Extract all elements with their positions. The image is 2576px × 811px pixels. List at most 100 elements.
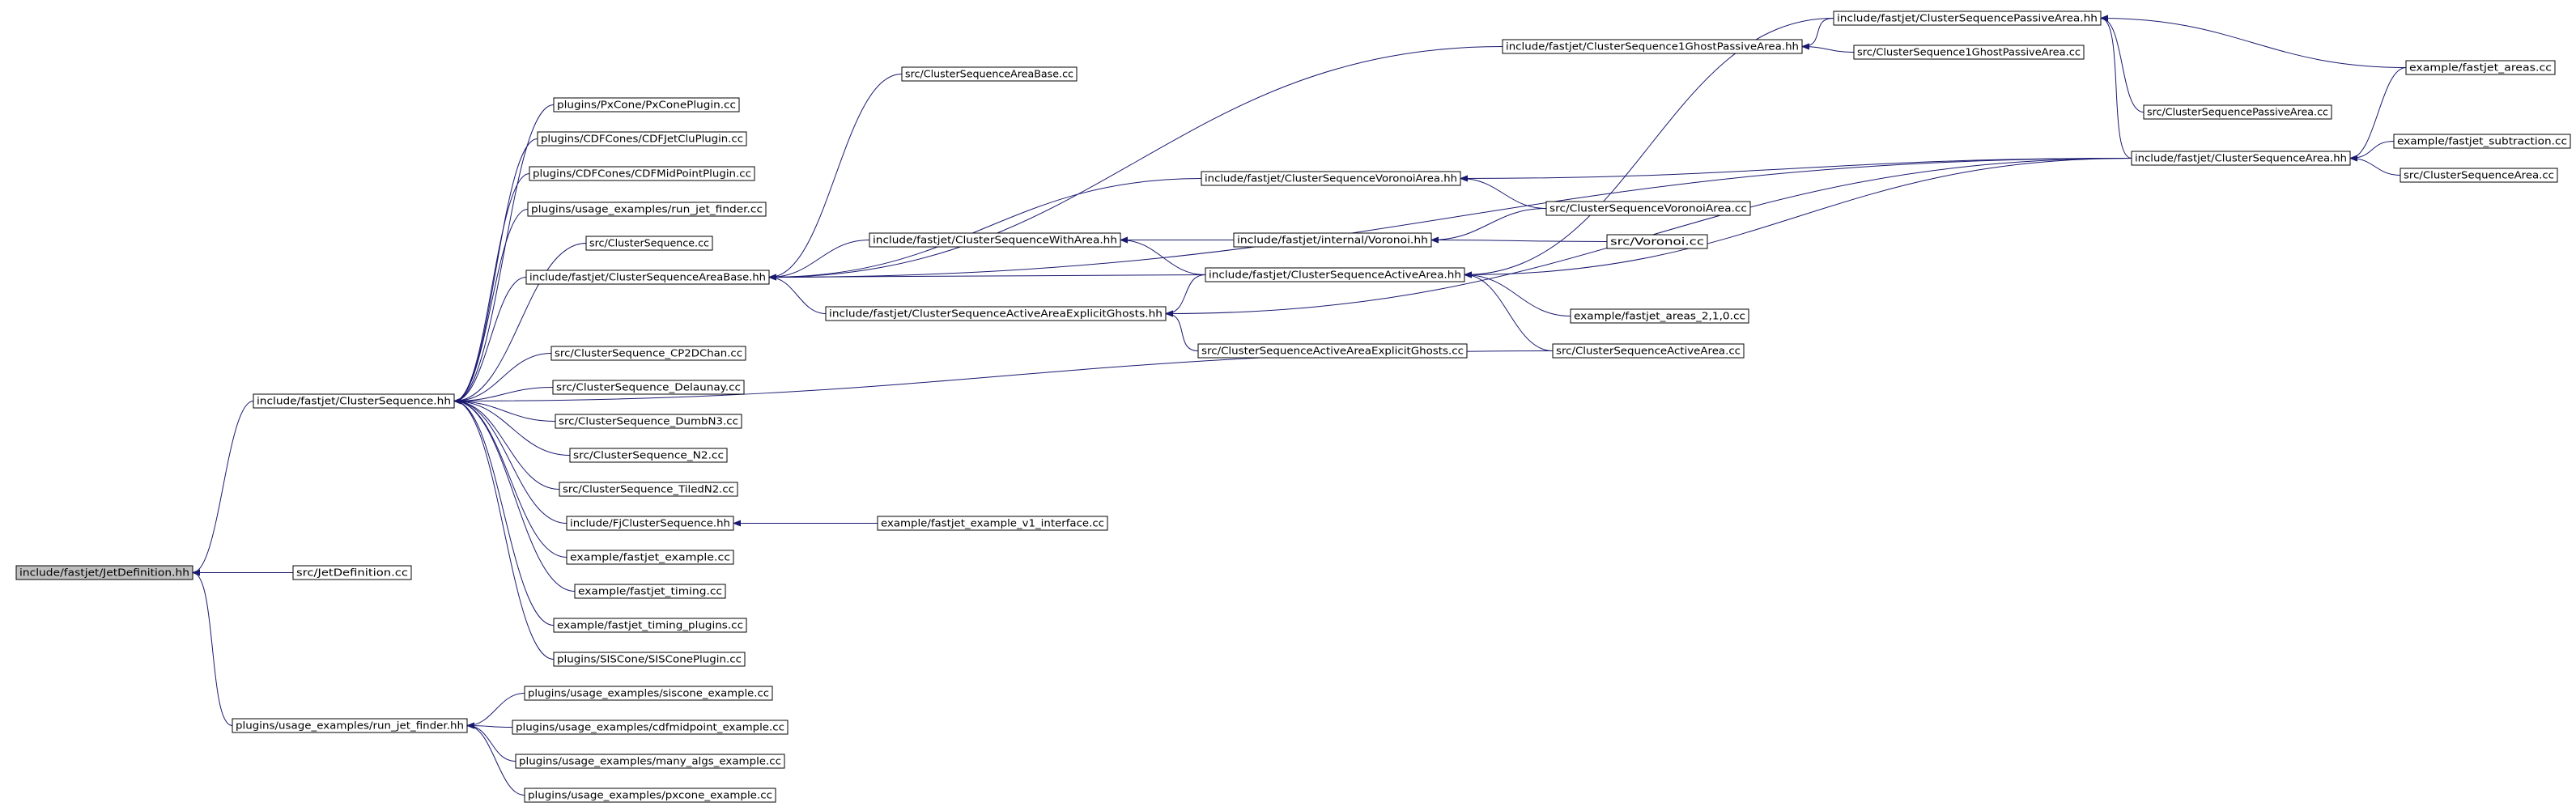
node-include-fastjet-clustersequencepassivearea-hh[interactable]: include/fastjet/ClusterSequencePassiveAr… [1833, 11, 2102, 26]
node-box[interactable] [901, 66, 1078, 82]
node-box[interactable] [1853, 45, 2085, 60]
node-src-clustersequence1ghostpassivearea-cc[interactable]: src/ClusterSequence1GhostPassiveArea.cc [1853, 45, 2085, 60]
node-plugins-usage-examples-many-algs-example-cc[interactable]: plugins/usage_examples/many_algs_example… [515, 754, 785, 769]
node-box[interactable] [524, 686, 773, 701]
edge-manyalgs-to-rjf [466, 722, 516, 762]
node-src-voronoi-cc[interactable]: src/Voronoi.cc [1606, 234, 1708, 249]
edge-tiledn2-to-cs [453, 397, 560, 490]
node-box[interactable] [527, 202, 767, 217]
node-include-fastjet-clustersequencewitharea-hh[interactable]: include/fastjet/ClusterSequenceWithArea.… [869, 232, 1121, 248]
node-src-clustersequencearea-cc[interactable]: src/ClusterSequenceArea.cc [2400, 168, 2558, 183]
node-include-fastjet-clustersequenceareabase-hh[interactable]: include/fastjet/ClusterSequenceAreaBase.… [525, 270, 770, 285]
node-src-clustersequence-n2-cc[interactable]: src/ClusterSequence_N2.cc [569, 448, 728, 463]
edge-fjtimingpl-to-cs [453, 397, 555, 626]
node-box[interactable] [566, 550, 734, 565]
node-include-fastjet-clustersequence1ghostpassivearea-hh[interactable]: include/fastjet/ClusterSequence1GhostPas… [1502, 39, 1803, 54]
node-box[interactable] [2143, 104, 2332, 120]
node-box[interactable] [537, 131, 747, 146]
node-include-fastjet-clustersequenceactivearea-hh[interactable]: include/fastjet/ClusterSequenceActiveAre… [1205, 267, 1465, 282]
node-plugins-usage-examples-run-jet-finder-cc[interactable]: plugins/usage_examples/run_jet_finder.cc [527, 202, 767, 217]
node-box[interactable] [1570, 308, 1749, 324]
node-example-fastjet-areas-2-1-0-cc[interactable]: example/fastjet_areas_2,1,0.cc [1570, 308, 1749, 324]
node-plugins-usage-examples-siscone-example-cc[interactable]: plugins/usage_examples/siscone_example.c… [524, 686, 773, 701]
node-box[interactable] [1233, 232, 1432, 248]
node-example-fastjet-subtraction-cc[interactable]: example/fastjet_subtraction.cc [2393, 134, 2571, 149]
node-box[interactable] [2405, 60, 2556, 75]
node-box[interactable] [253, 393, 455, 409]
node-box[interactable] [2131, 151, 2351, 166]
node-box[interactable] [1552, 343, 1745, 359]
node-include-fastjet-clustersequenceactiveareaexplicitghosts-hh[interactable]: include/fastjet/ClusterSequenceActiveAre… [825, 306, 1167, 321]
node-box[interactable] [569, 448, 728, 463]
node-src-clustersequence-tiledn2-cc[interactable]: src/ClusterSequence_TiledN2.cc [559, 482, 738, 497]
node-box[interactable] [555, 414, 742, 429]
node-include-fastjet-clustersequence-hh[interactable]: include/fastjet/ClusterSequence.hh [253, 393, 455, 409]
node-example-fastjet-example-cc[interactable]: example/fastjet_example.cc [566, 550, 734, 565]
node-plugins-cdfcones-cdfmidpointplugin-cc[interactable]: plugins/CDFCones/CDFMidPointPlugin.cc [529, 166, 755, 181]
node-box[interactable] [553, 618, 747, 633]
node-src-clustersequenceareabase-cc[interactable]: src/ClusterSequenceAreaBase.cc [901, 66, 1078, 82]
edge-csaacc-to-csaa [1464, 271, 1554, 351]
node-box[interactable] [292, 565, 412, 580]
node-src-clustersequencevoronoiarea-cc[interactable]: src/ClusterSequenceVoronoiArea.cc [1545, 201, 1751, 216]
node-plugins-usage-examples-run-jet-finder-hh[interactable]: plugins/usage_examples/run_jet_finder.hh [232, 718, 468, 733]
node-box[interactable] [529, 166, 755, 181]
node-include-fastjet-jetdefinition-hh[interactable]: include/fastjet/JetDefinition.hh [15, 565, 193, 580]
node-src-clustersequenceactivearea-cc[interactable]: src/ClusterSequenceActiveArea.cc [1552, 343, 1745, 359]
node-box[interactable] [2393, 134, 2571, 149]
edge-cs-to-jetdef [192, 401, 254, 576]
node-include-fastjet-clustersequencevoronoiarea-hh[interactable]: include/fastjet/ClusterSequenceVoronoiAr… [1201, 171, 1461, 186]
node-include-fjclustersequence-hh[interactable]: include/FjClusterSequence.hh [566, 516, 734, 531]
node-box[interactable] [15, 565, 193, 580]
node-box[interactable] [559, 482, 738, 497]
node-box[interactable] [1502, 39, 1803, 54]
node-example-fastjet-areas-cc[interactable]: example/fastjet_areas.cc [2405, 60, 2556, 75]
node-src-clustersequencepassivearea-cc[interactable]: src/ClusterSequencePassiveArea.cc [2143, 104, 2332, 120]
node-label: include/fastjet/JetDefinition.hh [19, 567, 189, 579]
node-src-jetdefinition-cc[interactable]: src/JetDefinition.cc [292, 565, 412, 580]
node-src-clustersequenceactiveareaexplicitghosts-cc[interactable]: src/ClusterSequenceActiveAreaExplicitGho… [1197, 343, 1468, 359]
node-box[interactable] [585, 236, 713, 251]
node-label: include/fastjet/ClusterSequenceWithArea.… [873, 234, 1117, 246]
node-label: plugins/CDFCones/CDFMidPointPlugin.cc [533, 168, 751, 180]
node-box[interactable] [1606, 234, 1708, 249]
node-example-fastjet-timing-cc[interactable]: example/fastjet_timing.cc [574, 584, 726, 599]
node-src-clustersequence-delaunay-cc[interactable]: src/ClusterSequence_Delaunay.cc [552, 380, 745, 395]
node-plugins-cdfcones-cdfjetcluplugin-cc[interactable]: plugins/CDFCones/CDFJetCluPlugin.cc [537, 131, 747, 146]
node-box[interactable] [553, 652, 746, 667]
node-box[interactable] [550, 346, 746, 361]
node-box[interactable] [232, 718, 468, 733]
node-box[interactable] [2400, 168, 2558, 183]
node-box[interactable] [552, 380, 745, 395]
node-box[interactable] [553, 97, 740, 113]
node-src-clustersequence-dumbn3-cc[interactable]: src/ClusterSequence_DumbN3.cc [555, 414, 742, 429]
node-include-fastjet-internal-voronoi-hh[interactable]: include/fastjet/internal/Voronoi.hh [1233, 232, 1432, 248]
node-label: src/ClusterSequenceAreaBase.cc [905, 68, 1073, 80]
node-box[interactable] [825, 306, 1167, 321]
node-include-fastjet-clustersequencearea-hh[interactable]: include/fastjet/ClusterSequenceArea.hh [2131, 151, 2351, 166]
node-box[interactable] [525, 270, 770, 285]
node-plugins-usage-examples-pxcone-example-cc[interactable]: plugins/usage_examples/pxcone_example.cc [524, 788, 776, 803]
node-box[interactable] [1201, 171, 1461, 186]
node-box[interactable] [566, 516, 734, 531]
node-plugins-pxcone-pxconeplugin-cc[interactable]: plugins/PxCone/PxConePlugin.cc [553, 97, 740, 113]
node-plugins-usage-examples-cdfmidpoint-example-cc[interactable]: plugins/usage_examples/cdfmidpoint_examp… [512, 720, 789, 735]
node-plugins-siscone-sisconeplugin-cc[interactable]: plugins/SISCone/SISConePlugin.cc [553, 652, 746, 667]
node-box[interactable] [524, 788, 776, 803]
node-box[interactable] [1545, 201, 1751, 216]
node-box[interactable] [512, 720, 789, 735]
node-box[interactable] [1197, 343, 1468, 359]
node-label: include/fastjet/internal/Voronoi.hh [1237, 234, 1428, 246]
node-box[interactable] [515, 754, 785, 769]
node-example-fastjet-timing-plugins-cc[interactable]: example/fastjet_timing_plugins.cc [553, 618, 747, 633]
node-box[interactable] [1205, 267, 1465, 282]
node-box[interactable] [574, 584, 726, 599]
node-box[interactable] [1833, 11, 2102, 26]
edge-n2-to-cs [453, 397, 571, 456]
node-box[interactable] [869, 232, 1121, 248]
node-box[interactable] [877, 516, 1108, 531]
node-example-fastjet-example-v1-interface-cc[interactable]: example/fastjet_example_v1_interface.cc [877, 516, 1108, 531]
node-src-clustersequence-cc[interactable]: src/ClusterSequence.cc [585, 236, 713, 251]
edge-cp2d-to-cs [453, 353, 552, 405]
node-src-clustersequence-cp2dchan-cc[interactable]: src/ClusterSequence_CP2DChan.cc [550, 346, 746, 361]
